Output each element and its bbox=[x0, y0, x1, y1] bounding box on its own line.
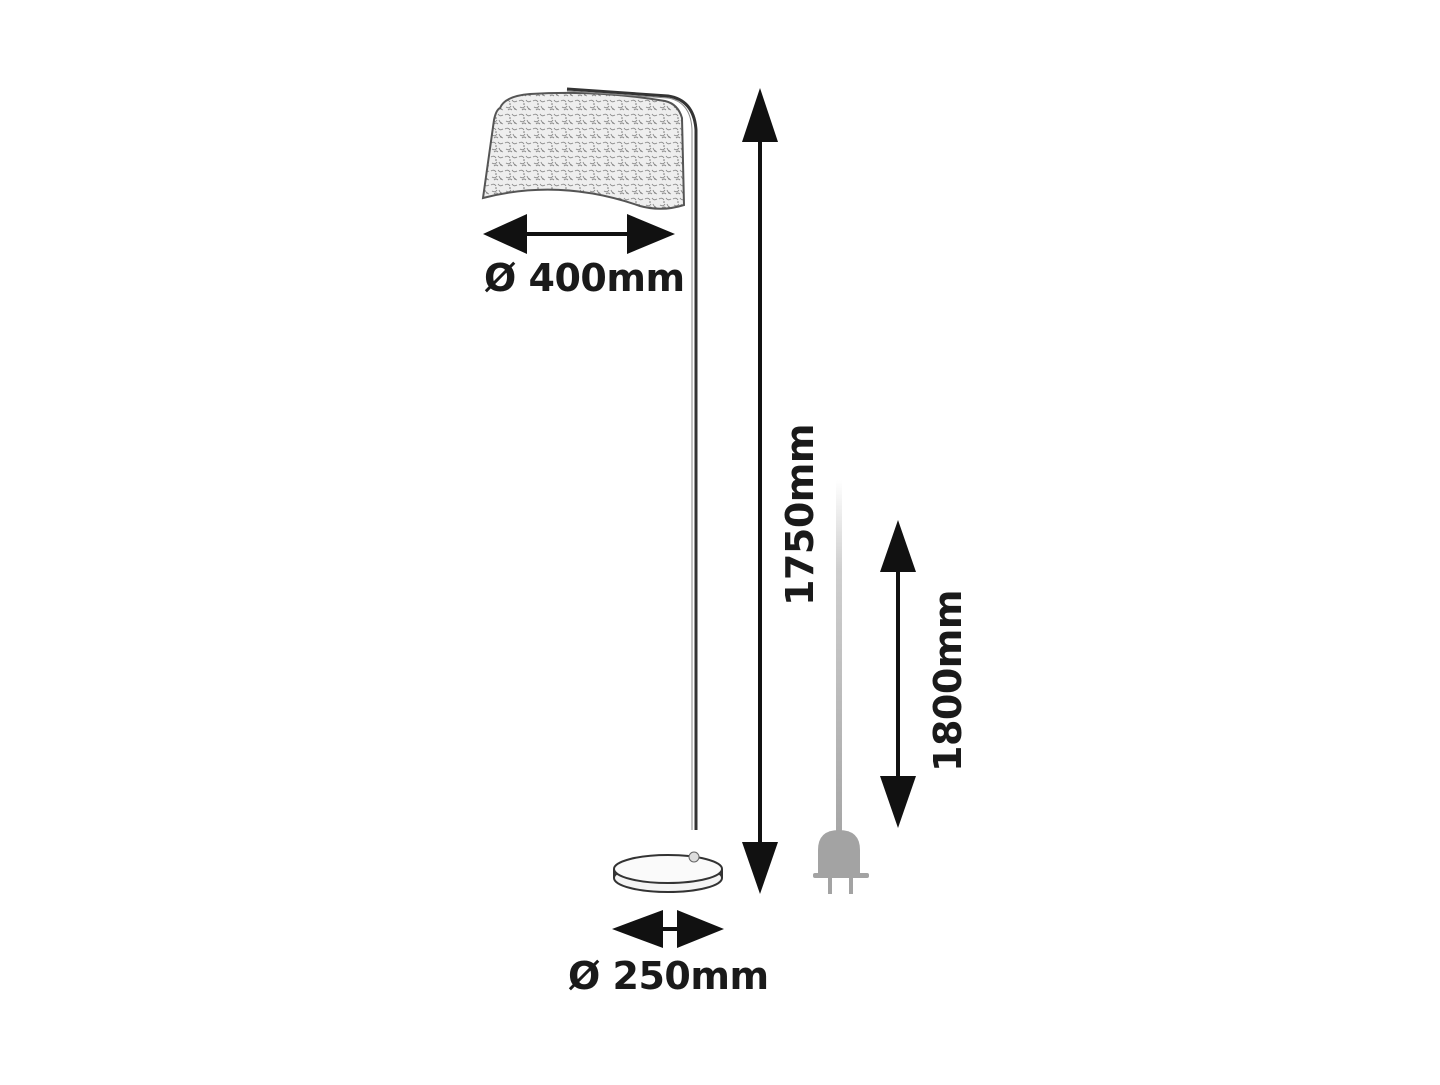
lamp-pole bbox=[566, 87, 698, 830]
total-height-label: 1750mm bbox=[778, 424, 822, 606]
base-diameter-arrow bbox=[612, 910, 724, 948]
base-diameter-label: Ø 250mm bbox=[568, 954, 769, 998]
cable-length-arrow bbox=[880, 520, 916, 828]
shade-diameter-arrow bbox=[483, 214, 675, 254]
height-arrow bbox=[742, 88, 778, 894]
lamp-base bbox=[613, 851, 723, 893]
power-cable bbox=[836, 480, 842, 835]
plug-icon bbox=[813, 830, 869, 894]
shade-diameter-label: Ø 400mm bbox=[484, 256, 685, 300]
cable-length-label: 1800mm bbox=[926, 590, 970, 772]
lamp-shade bbox=[481, 91, 686, 210]
